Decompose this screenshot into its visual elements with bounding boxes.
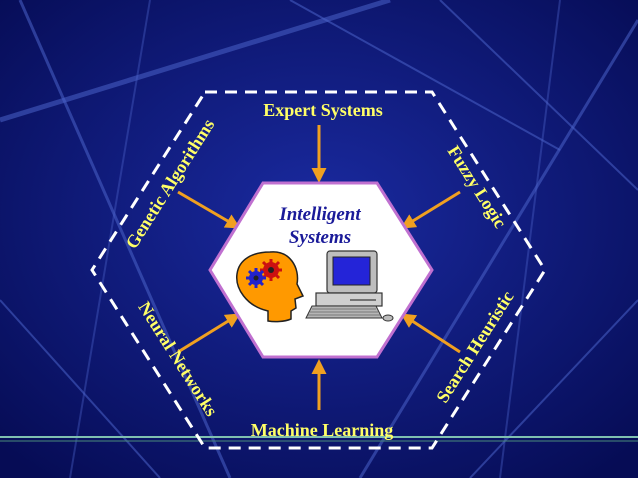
arrow-top-right (400, 190, 461, 229)
center-title-line2: Systems (289, 227, 351, 248)
desktop-computer-icon (305, 250, 394, 322)
label-expert-systems: Expert Systems (263, 100, 383, 120)
center-title-line1: Intelligent (278, 204, 361, 225)
label-machine-learning: Machine Learning (251, 420, 394, 440)
arrows (177, 125, 461, 410)
head-with-gears-icon (236, 251, 305, 323)
arrow-bottom-left (177, 313, 241, 354)
arrow-bottom-right (400, 313, 461, 354)
background-bottom-lines (0, 436, 638, 442)
arrow-top-left (177, 190, 241, 229)
outer-dashed-hexagon (90, 90, 547, 450)
